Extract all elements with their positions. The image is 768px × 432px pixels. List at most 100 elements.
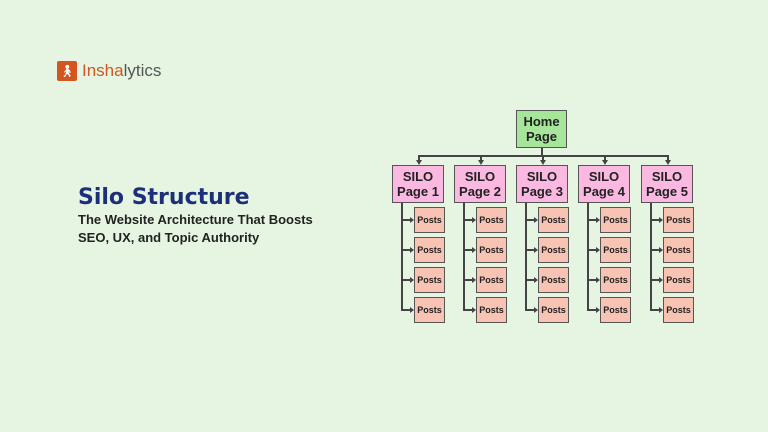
connector [650, 203, 652, 311]
arrow-head [539, 160, 546, 165]
connector [525, 309, 536, 311]
post-node: Posts [476, 267, 507, 293]
arrow-head [472, 307, 476, 313]
subtitle-line-2: SEO, UX, and Topic Authority [78, 230, 260, 245]
post-node: Posts [538, 207, 569, 233]
connector [650, 309, 661, 311]
silo-line-2: Page 1 [397, 184, 439, 199]
silo-line-2: Page 3 [521, 184, 563, 199]
arrow-head [410, 217, 414, 223]
silo-line-2: Page 5 [646, 184, 688, 199]
arrow-head [472, 217, 476, 223]
silo-line-2: Page 2 [459, 184, 501, 199]
arrow-head [410, 307, 414, 313]
connector [667, 155, 669, 163]
arrow-head [659, 217, 663, 223]
subtitle-line-1: The Website Architecture That Boosts [78, 212, 313, 227]
logo-text-insha: Insha [82, 61, 124, 80]
post-node: Posts [663, 297, 694, 323]
connector [418, 155, 420, 163]
connector [463, 309, 474, 311]
post-node: Posts [476, 297, 507, 323]
connector [542, 155, 544, 163]
post-node: Posts [663, 207, 694, 233]
arrow-head [477, 160, 484, 165]
post-node: Posts [414, 207, 445, 233]
post-node: Posts [476, 237, 507, 263]
post-node: Posts [600, 267, 631, 293]
connector [401, 309, 412, 311]
arrow-head [596, 217, 600, 223]
silo-line-1: SILO [651, 169, 683, 184]
connector [587, 249, 598, 251]
connector [587, 279, 598, 281]
arrow-head [601, 160, 608, 165]
logo-figure-icon: 🚶︎ [57, 61, 77, 81]
connector [525, 249, 536, 251]
arrow-head [659, 307, 663, 313]
arrow-head [534, 247, 538, 253]
logo: 🚶︎ Inshalytics [57, 61, 161, 81]
connector [587, 309, 598, 311]
post-node: Posts [538, 267, 569, 293]
connector [525, 203, 527, 311]
connector [650, 219, 661, 221]
logo-text-lytics: lytics [123, 61, 162, 80]
post-node: Posts [600, 297, 631, 323]
arrow-head [596, 307, 600, 313]
arrow-head [410, 277, 414, 283]
arrow-head [664, 160, 671, 165]
connector [401, 219, 412, 221]
silo-line-1: SILO [526, 169, 558, 184]
arrow-head [534, 217, 538, 223]
connector [463, 249, 474, 251]
arrow-head [472, 247, 476, 253]
connector [463, 279, 474, 281]
post-node: Posts [663, 237, 694, 263]
arrow-head [472, 277, 476, 283]
arrow-head [415, 160, 422, 165]
arrow-head [534, 307, 538, 313]
arrow-head [659, 277, 663, 283]
connector [480, 155, 482, 163]
connector [541, 148, 543, 155]
post-node: Posts [600, 207, 631, 233]
arrow-head [596, 277, 600, 283]
connector [525, 279, 536, 281]
post-node: Posts [476, 207, 507, 233]
silo-line-1: SILO [588, 169, 620, 184]
connector [463, 219, 474, 221]
home-line-1: Home [523, 114, 560, 129]
connector [463, 203, 465, 311]
post-node: Posts [538, 237, 569, 263]
connector [587, 203, 589, 311]
post-node: Posts [600, 237, 631, 263]
silo-line-1: SILO [402, 169, 434, 184]
connector [525, 219, 536, 221]
home-line-2: Page [525, 129, 558, 144]
page-title: Silo Structure [78, 185, 250, 210]
silo-line-1: SILO [464, 169, 496, 184]
connector [401, 203, 403, 311]
post-node: Posts [414, 237, 445, 263]
connector [604, 155, 606, 163]
arrow-head [410, 247, 414, 253]
connector [650, 249, 661, 251]
arrow-head [534, 277, 538, 283]
connector [587, 219, 598, 221]
post-node: Posts [663, 267, 694, 293]
arrow-head [659, 247, 663, 253]
connector [401, 249, 412, 251]
silo-line-2: Page 4 [583, 184, 625, 199]
post-node: Posts [414, 297, 445, 323]
connector [650, 279, 661, 281]
post-node: Posts [538, 297, 569, 323]
arrow-head [596, 247, 600, 253]
